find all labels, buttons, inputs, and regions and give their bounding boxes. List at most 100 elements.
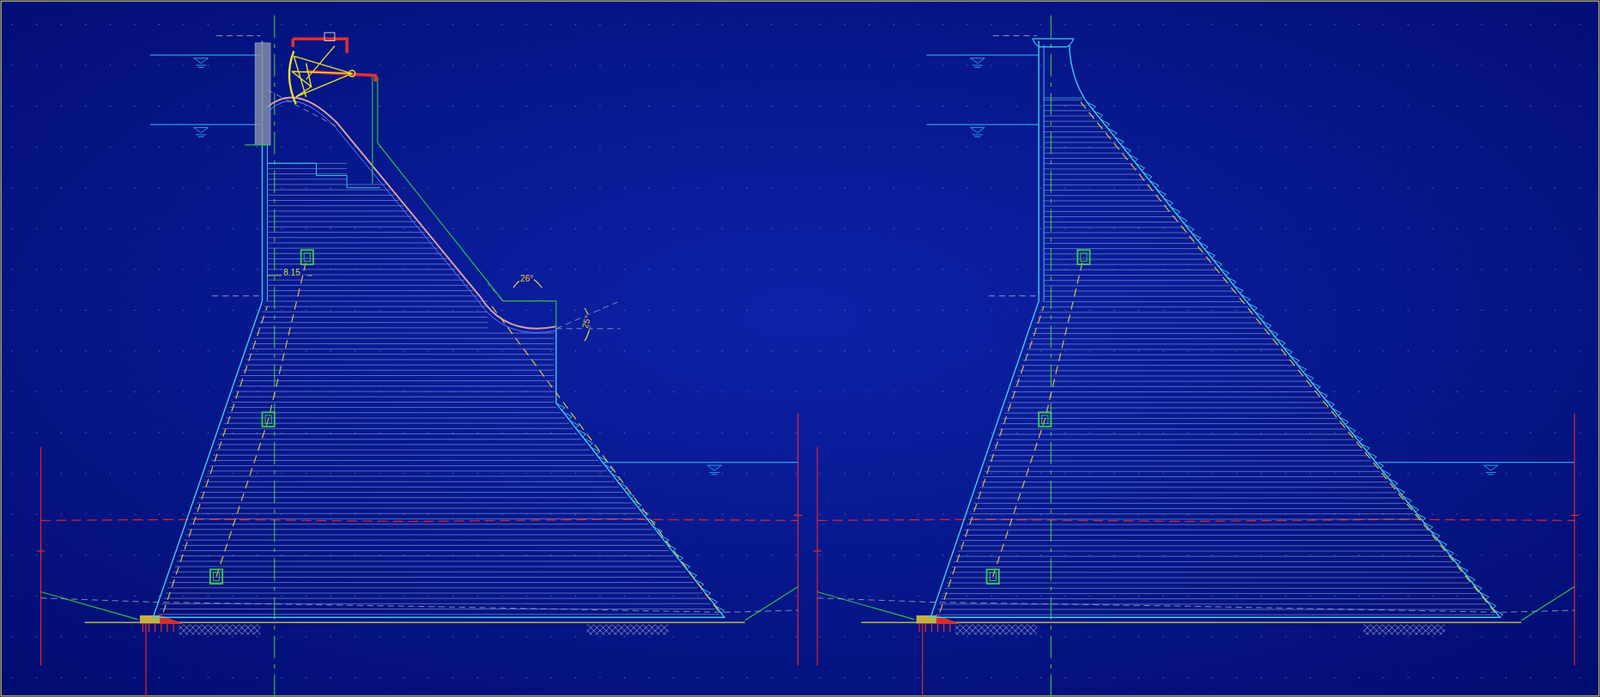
- water-level-symbol: [193, 127, 209, 134]
- anchor-bars: [142, 623, 174, 632]
- face-line: [266, 142, 268, 301]
- red-axis: [145, 620, 146, 697]
- pier-line: [244, 144, 271, 146]
- water-level-line: [1378, 461, 1575, 463]
- water-level-line: [926, 54, 1039, 56]
- hoist: [324, 32, 335, 42]
- drain-line: [939, 306, 1044, 613]
- gallery: [989, 572, 996, 582]
- water-level-symbol: [707, 465, 722, 471]
- water-level-symbol: [711, 473, 718, 475]
- gallery: [210, 569, 223, 584]
- red-axis: [921, 620, 923, 697]
- dam-outline: [930, 41, 1500, 619]
- trunnion: [349, 70, 356, 77]
- water-level-line: [150, 123, 263, 125]
- grout-curtain: [178, 624, 261, 636]
- dimension-line: [307, 274, 313, 276]
- dashed-line: [266, 90, 337, 128]
- level-line: [212, 295, 262, 297]
- angle-value: 26°: [519, 274, 534, 284]
- gallery: [1080, 253, 1087, 262]
- level-line: [216, 35, 261, 37]
- angle-line: [487, 284, 504, 302]
- gallery: [212, 572, 219, 582]
- angle-value: 25°: [581, 313, 594, 330]
- dam-outline: [152, 41, 725, 619]
- dashed-line: [491, 306, 720, 613]
- spillway-surface: [266, 96, 556, 328]
- water-level-symbol: [195, 133, 207, 135]
- section-limit: [797, 412, 799, 666]
- water-level-symbol: [198, 136, 205, 138]
- water-level-line: [926, 123, 1039, 125]
- concrete-lift-lines: [157, 163, 719, 614]
- section-tick: [1570, 515, 1580, 516]
- ground-line: [1521, 587, 1575, 621]
- gallery: [265, 415, 272, 425]
- base-line: [860, 622, 1522, 624]
- section-tick: [36, 550, 46, 552]
- crest-cap: [1032, 38, 1074, 48]
- drainage-zone: [587, 624, 669, 636]
- hoist-rod: [306, 45, 335, 79]
- dimension-value: 8.15: [282, 268, 301, 278]
- water-level-symbol: [974, 136, 981, 138]
- toe-block: [936, 615, 958, 625]
- toe-block: [916, 615, 938, 625]
- red-dashed-line: [41, 519, 799, 522]
- section-limit: [1574, 412, 1576, 666]
- water-level-symbol: [970, 58, 986, 64]
- face-line: [1043, 44, 1045, 301]
- non-overflow-section: [812, 15, 1579, 697]
- section-limit: [817, 447, 819, 666]
- gate-arm-truss: [291, 55, 352, 97]
- water-level-line: [150, 54, 263, 56]
- gallery-floor: [1043, 97, 1083, 99]
- gallery: [987, 569, 1000, 584]
- base-line: [84, 622, 746, 624]
- pier-outline: [377, 76, 557, 329]
- level-line: [993, 35, 1037, 37]
- water-level-symbol: [709, 472, 720, 473]
- ground-line: [41, 592, 139, 620]
- section-limit: [40, 447, 42, 666]
- water-level-symbol: [1487, 473, 1494, 475]
- water-level-symbol: [972, 65, 983, 67]
- spillway-surface: [269, 101, 557, 334]
- face-serration: [1086, 102, 1504, 618]
- water-level-symbol: [198, 66, 205, 68]
- step-outline: [266, 163, 380, 188]
- face-serration: [556, 403, 725, 614]
- red-dashed-line: [817, 519, 1575, 522]
- ground-line: [745, 587, 799, 621]
- foundation-line: [41, 598, 799, 613]
- toe-block: [160, 615, 182, 625]
- dimension-line: [266, 274, 282, 276]
- dashed-line: [1080, 102, 1496, 613]
- section-tick: [793, 515, 803, 516]
- water-level-symbol: [195, 65, 207, 67]
- toe-block: [139, 615, 161, 625]
- water-level-symbol: [1483, 465, 1498, 471]
- foundation-line: [817, 598, 1575, 613]
- water-level-symbol: [1485, 472, 1497, 473]
- pier-line: [371, 76, 373, 184]
- gallery: [303, 253, 310, 262]
- water-level-line: [601, 461, 798, 463]
- water-level-symbol: [972, 133, 983, 135]
- ground-line: [817, 592, 915, 620]
- centerline: [1050, 15, 1052, 697]
- section-tick: [812, 550, 822, 552]
- water-level-symbol: [974, 66, 981, 68]
- gallery-line: [216, 257, 308, 577]
- gallery-line: [993, 257, 1085, 577]
- anchor-bars: [919, 623, 951, 632]
- gate-pier: [254, 42, 271, 146]
- water-level-symbol: [970, 127, 986, 134]
- spillway-section: [36, 15, 803, 697]
- gallery: [1077, 249, 1090, 265]
